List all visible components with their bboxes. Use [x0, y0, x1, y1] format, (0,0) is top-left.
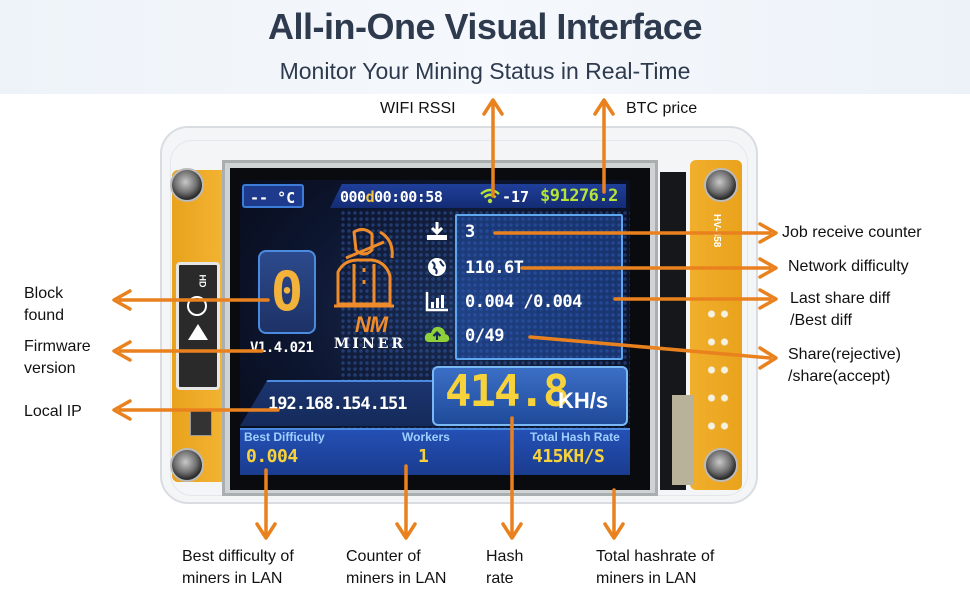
callout-total-hash-line2: miners in LAN	[596, 570, 697, 587]
temperature: -- °C	[250, 189, 296, 207]
ribbon-cable	[672, 395, 694, 485]
bottom-bar	[240, 428, 630, 475]
callout-best-diff: Best difficulty of miners in LAN	[182, 546, 294, 590]
callout-shares-line1: Share(rejective)	[788, 346, 901, 363]
logo-nm: NM	[354, 312, 388, 337]
uptime: 000d00:00:58	[340, 188, 443, 206]
workers-value: 1	[418, 446, 429, 467]
solder-pads	[705, 300, 731, 440]
best-difficulty-label: Best Difficulty	[244, 430, 325, 444]
callout-block-found: Block found	[24, 283, 64, 327]
callout-hash: Hash rate	[486, 546, 523, 590]
wifi-icon	[480, 188, 500, 204]
callout-shares-line2: /share(accept)	[788, 368, 891, 385]
callout-shares: Share(rejective) /share(accept)	[788, 344, 901, 388]
miner-logo-icon	[334, 227, 394, 308]
callout-btc-price: BTC price	[626, 100, 698, 117]
job-counter: 3	[465, 222, 475, 242]
block-found-box: 0	[258, 250, 316, 334]
callout-best-diff-line1: Best difficulty of	[182, 548, 294, 565]
miner-screen: -- °C 000d00:00:58 -17 $91276.2 0 V1.4.0…	[240, 180, 630, 475]
connector-label: HD	[197, 274, 208, 288]
firmware-version: V1.4.021	[250, 340, 314, 356]
callout-firmware-line1: Firmware	[24, 338, 91, 355]
callout-hash-line2: rate	[486, 570, 514, 587]
no-touch-icon	[187, 296, 207, 316]
wifi-rssi: -17	[502, 188, 530, 206]
uptime-time: 00:00:58	[374, 188, 443, 206]
callout-share-diff-line1: Last share diff	[790, 290, 891, 307]
workers-label: Workers	[402, 430, 450, 444]
callout-wifi-rssi: WIFI RSSI	[380, 100, 456, 117]
callout-local-ip: Local IP	[24, 403, 82, 420]
total-hash-label: Total Hash Rate	[530, 430, 620, 444]
total-hash-value: 415KH/S	[532, 446, 605, 467]
share-difficulty: 0.004 /0.004	[465, 292, 582, 312]
callout-block-found-line1: Block	[24, 285, 64, 302]
callout-firmware: Firmware version	[24, 336, 91, 380]
callout-share-diff: Last share diff/Best diff	[790, 288, 890, 332]
download-icon	[427, 222, 447, 240]
btc-price: $91276.2	[540, 186, 618, 206]
callout-best-diff-line2: miners in LAN	[182, 570, 283, 587]
block-found: 0	[270, 260, 304, 323]
callout-share-diff-line2: /Best diff	[790, 312, 852, 329]
shares: 0/49	[465, 326, 504, 346]
hashrate-unit: KH/s	[558, 388, 609, 413]
callout-counter: Counter of miners in LAN	[346, 546, 446, 590]
screw-icon	[170, 448, 204, 482]
callout-block-found-line2: found	[24, 307, 65, 324]
header-banner	[0, 0, 970, 94]
cloud-upload-icon	[424, 326, 450, 342]
status-bar	[330, 184, 626, 208]
callout-hash-line1: Hash	[486, 548, 524, 565]
callout-total-hash: Total hashrate of miners in LAN	[596, 546, 714, 590]
screw-icon	[170, 168, 204, 202]
uptime-day-unit: d	[365, 188, 375, 206]
uptime-days: 000	[340, 188, 366, 206]
screw-icon	[704, 448, 738, 482]
page-subtitle: Monitor Your Mining Status in Real-Time	[279, 58, 691, 84]
pcb-label: HV-458	[711, 214, 722, 248]
esd-warning-icon	[188, 324, 208, 340]
info-panel: 3 110.6T 0.004 /0.004 0/49	[455, 214, 623, 360]
best-difficulty-value: 0.004	[246, 446, 298, 467]
local-ip: 192.168.154.151	[268, 394, 408, 414]
callout-job-counter: Job receive counter	[782, 224, 922, 241]
callout-counter-line2: miners in LAN	[346, 570, 447, 587]
globe-icon	[428, 258, 446, 276]
logo-miner: MINER	[333, 336, 407, 352]
chip	[190, 410, 212, 436]
callout-network-difficulty: Network difficulty	[788, 258, 909, 275]
network-difficulty: 110.6T	[465, 258, 524, 278]
bar-chart-icon	[425, 292, 448, 312]
page-title: All-in-One Visual Interface	[268, 6, 702, 47]
callout-total-hash-line1: Total hashrate of	[596, 548, 715, 565]
temperature-box: -- °C	[242, 184, 304, 208]
callout-counter-line1: Counter of	[346, 548, 421, 565]
hashrate-value: 414.8	[445, 366, 569, 417]
callout-firmware-line2: version	[24, 360, 76, 377]
screw-icon	[704, 168, 738, 202]
